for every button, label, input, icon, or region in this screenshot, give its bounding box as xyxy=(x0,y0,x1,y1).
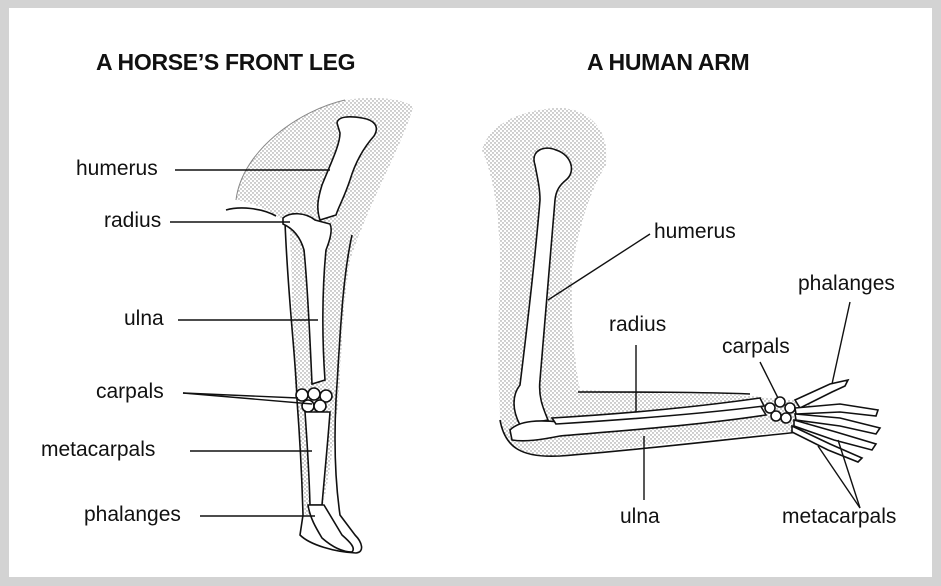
human-label-metacarpals: metacarpals xyxy=(782,505,896,529)
horse-label-ulna: ulna xyxy=(124,307,164,331)
horse-label-carpals: carpals xyxy=(96,380,164,404)
human-label-phalanges: phalanges xyxy=(798,272,895,296)
human-label-carpals: carpals xyxy=(722,335,790,359)
human-title: A HUMAN ARM xyxy=(587,49,749,76)
human-hand-bones xyxy=(792,380,880,462)
horse-label-metacarpals: metacarpals xyxy=(41,438,155,462)
horse-label-humerus: humerus xyxy=(76,157,158,181)
horse-label-phalanges: phalanges xyxy=(84,503,181,527)
human-label-humerus: humerus xyxy=(654,220,736,244)
horse-title: A HORSE’S FRONT LEG xyxy=(96,49,355,76)
human-label-ulna: ulna xyxy=(620,505,660,529)
horse-label-radius: radius xyxy=(104,209,161,233)
horse-metacarpal-bone xyxy=(305,412,330,505)
human-label-radius: radius xyxy=(609,313,666,337)
horse-leg-drawing xyxy=(226,98,413,553)
